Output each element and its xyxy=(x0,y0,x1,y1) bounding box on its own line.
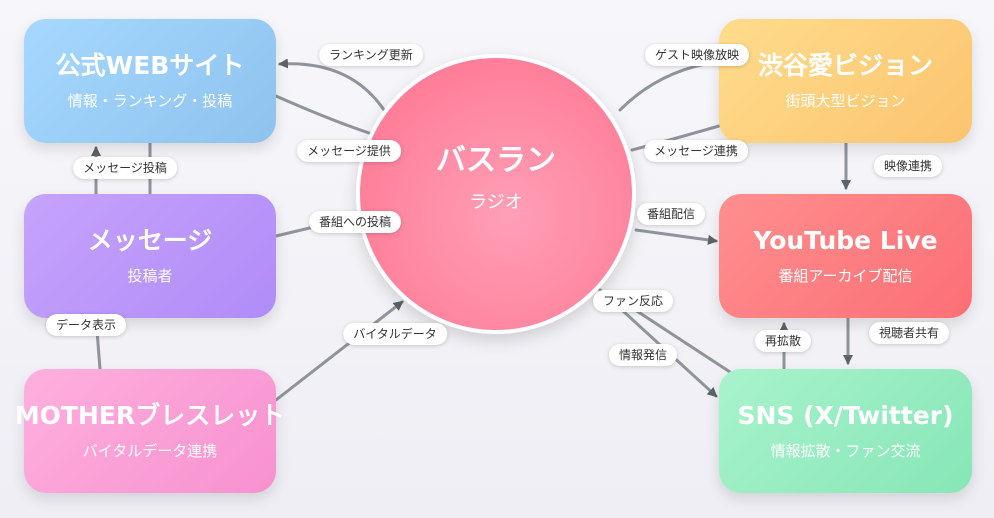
edge-label-video-link: 映像連携 xyxy=(873,155,943,177)
node-sns: SNS (X/Twitter) 情報拡散・ファン交流 xyxy=(719,369,972,493)
edge-label-ranking-update: ランキング更新 xyxy=(319,44,423,66)
node-message: メッセージ 投稿者 xyxy=(24,194,276,318)
edge-label-vital-data: バイタルデータ xyxy=(343,323,447,345)
edge-center-to-shibuya xyxy=(618,60,719,112)
edge-label-viewer-share: 視聴者共有 xyxy=(868,322,950,344)
edge-label-guest-video: ゲスト映像放映 xyxy=(644,44,750,66)
node-youtube-live: YouTube Live 番組アーカイブ配信 xyxy=(719,194,972,318)
edge-label-message-provide: メッセージ提供 xyxy=(297,140,401,162)
edge-label-data-display: データ表示 xyxy=(45,314,127,336)
edge-label-fan-reaction: ファン反応 xyxy=(592,290,674,312)
edge-label-program-post: 番組への投稿 xyxy=(308,211,402,233)
node-subtitle: 街頭大型ビジョン xyxy=(785,92,906,110)
edge-label-program-stream: 番組配信 xyxy=(636,203,706,225)
edge-label-info-send: 情報発信 xyxy=(608,344,678,366)
edge-shibuya-to-center xyxy=(630,124,721,152)
node-subtitle: 番組アーカイブ配信 xyxy=(778,267,913,285)
edge-center-to-web xyxy=(278,58,386,112)
center-subtitle: ラジオ xyxy=(469,192,523,213)
node-title: SNS (X/Twitter) xyxy=(737,401,954,430)
node-mother-bracelet: MOTHERブレスレット バイタルデータ連携 xyxy=(15,369,285,493)
edge-sns-to-center xyxy=(618,298,732,374)
node-title: 公式WEBサイト xyxy=(55,51,245,80)
node-shibuya-vision: 渋谷愛ビジョン 街頭大型ビジョン xyxy=(719,19,972,143)
edge-label-message-post: メッセージ投稿 xyxy=(73,157,177,179)
node-official-website: 公式WEBサイト 情報・ランキング・投稿 xyxy=(24,19,276,143)
edge-label-message-link: メッセージ連携 xyxy=(644,140,748,162)
edge-web-to-center xyxy=(274,94,374,136)
node-title: メッセージ xyxy=(87,226,213,255)
node-title: MOTHERブレスレット xyxy=(14,401,286,430)
node-subtitle: バイタルデータ連携 xyxy=(82,442,218,460)
node-subtitle: 情報・ランキング・投稿 xyxy=(67,92,233,110)
center-title: バスラン xyxy=(436,143,556,178)
node-subtitle: 投稿者 xyxy=(127,267,173,285)
node-title: YouTube Live xyxy=(753,226,938,255)
edge-label-respread: 再拡散 xyxy=(754,330,812,352)
edge-mother-to-center xyxy=(274,300,404,402)
node-title: 渋谷愛ビジョン xyxy=(757,51,933,80)
center-node-basuran: バスラン ラジオ xyxy=(356,54,636,334)
edge-center-to-youtube xyxy=(634,228,718,245)
node-subtitle: 情報拡散・ファン交流 xyxy=(770,442,921,460)
